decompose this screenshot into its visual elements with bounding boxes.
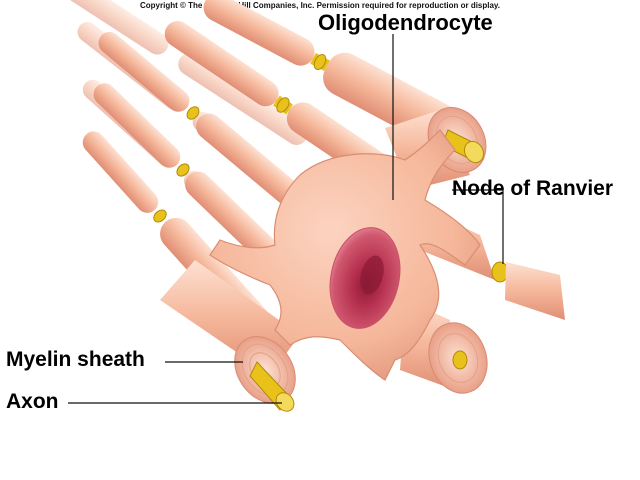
label-axon: Axon (6, 390, 59, 413)
axon-protruding (249, 361, 295, 412)
leader-lines (68, 34, 504, 404)
copyright-notice: Copyright © The McGraw-Hill Companies, I… (139, 1, 501, 10)
nucleus (329, 227, 401, 329)
label-myelin-sheath: Myelin sheath (6, 348, 145, 371)
label-node-of-ranvier: Node of Ranvier (452, 177, 614, 200)
label-oligodendrocyte: Oligodendrocyte (318, 10, 493, 35)
myelinated-fiber-4 (93, 83, 286, 270)
myelinated-fiber-cut (160, 260, 300, 412)
leader-line-node (452, 189, 504, 264)
